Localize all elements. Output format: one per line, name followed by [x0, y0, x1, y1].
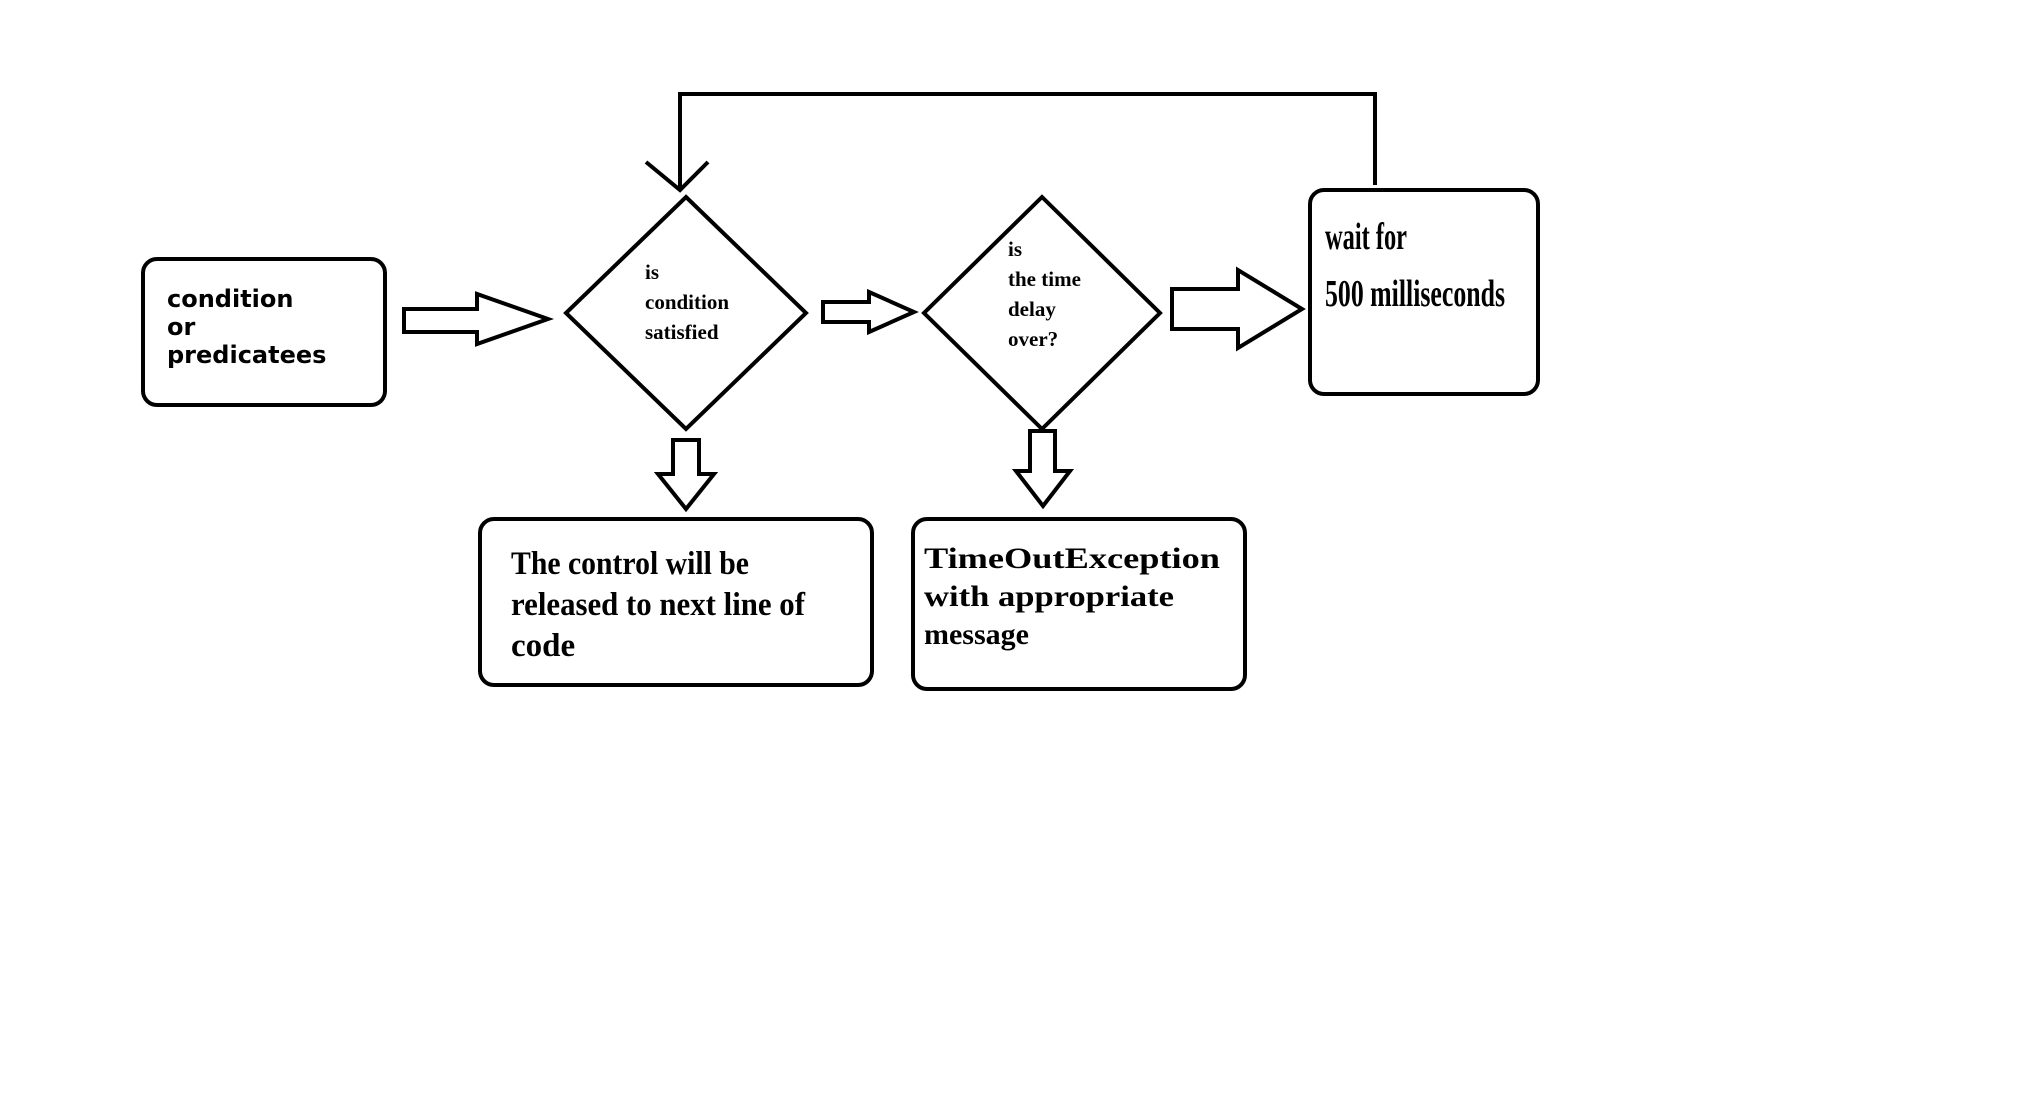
timeout-decision-line-2: the time: [1008, 267, 1081, 291]
condition-decision-line-1: is: [645, 260, 659, 284]
start-box-line-2: or: [167, 313, 195, 341]
wait-box-line-2: 500 milliseconds: [1325, 273, 1505, 315]
exception-box-line-1: TimeOutException: [924, 542, 1220, 575]
loop-back-connector: [678, 92, 1377, 190]
start-box-line-3: predicatees: [167, 341, 326, 369]
exception-box: TimeOutException with appropriate messag…: [911, 517, 1247, 691]
condition-decision-line-3: satisfied: [645, 320, 719, 344]
wait-box-line-1: wait for: [1325, 216, 1407, 258]
exception-box-line-2: with appropriate: [924, 580, 1174, 613]
loop-back-arrowhead: [644, 160, 710, 193]
condition-decision: is condition satisfied: [563, 194, 809, 432]
release-box-line-3: code: [511, 628, 575, 664]
arrow-condition-to-timeout: [821, 288, 919, 336]
timeout-decision-line-1: is: [1008, 237, 1022, 261]
arrow-start-to-condition: [402, 291, 555, 347]
arrow-timeout-to-wait: [1170, 266, 1306, 352]
exception-box-line-3: message: [924, 618, 1029, 651]
release-box: The control will be released to next lin…: [478, 517, 874, 687]
arrow-condition-down: [653, 438, 719, 513]
timeout-decision-line-3: delay: [1008, 297, 1056, 321]
timeout-decision-line-4: over?: [1008, 327, 1058, 351]
release-box-line-1: The control will be: [511, 546, 749, 582]
release-box-line-2: released to next line of: [511, 587, 806, 623]
timeout-decision: is the time delay over?: [921, 194, 1163, 432]
start-box-line-1: condition: [167, 285, 293, 313]
wait-box: wait for 500 milliseconds: [1308, 188, 1540, 396]
condition-decision-line-2: condition: [645, 290, 729, 314]
arrow-timeout-down: [1011, 429, 1075, 510]
start-box: condition or predicatees: [141, 257, 387, 407]
